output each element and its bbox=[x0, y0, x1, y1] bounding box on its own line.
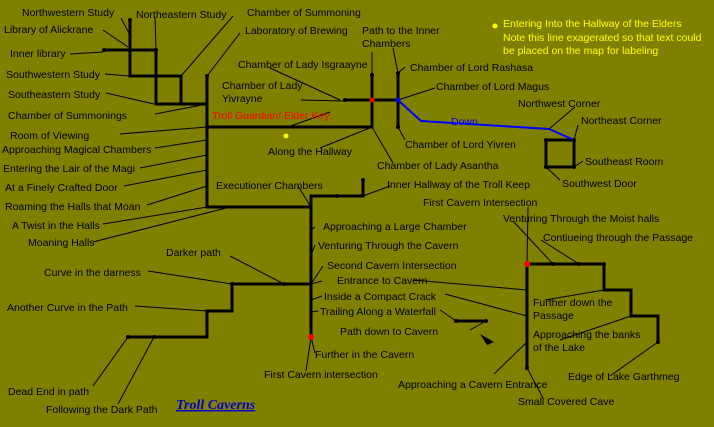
red-marker-east-intersection bbox=[524, 261, 530, 267]
keep-room-labels: Path to the Inner Chambers Chamber of La… bbox=[212, 25, 549, 192]
label-southwestern-study: Southwestern Study bbox=[6, 69, 101, 81]
label-inner-library: Inner library bbox=[10, 48, 66, 60]
red-marker-elder-key bbox=[369, 97, 375, 103]
label-path-down: Path down to Cavern bbox=[340, 326, 438, 338]
north-room-labels: Northwestern Study Library of Alickrane … bbox=[2, 7, 361, 249]
label-inner-hallway: Inner Hallway of the Troll Keep bbox=[387, 179, 530, 191]
label-following-dark: Following the Dark Path bbox=[46, 404, 158, 416]
label-venturing-cavern: Venturing Through the Cavern bbox=[318, 240, 459, 252]
label-lord-rashasa: Chamber of Lord Rashasa bbox=[410, 62, 533, 74]
note-line-2: Note this line exagerated so that text c… bbox=[503, 32, 702, 44]
leader-lines bbox=[69, 15, 659, 405]
arrow-head-icon bbox=[480, 334, 494, 345]
node-dots bbox=[102, 18, 660, 370]
label-chamber-summonings: Chamber of Summonings bbox=[8, 110, 127, 122]
label-waterfall: Trailing Along a Waterfall bbox=[320, 306, 436, 318]
label-another-curve: Another Curve in the Path bbox=[7, 302, 128, 314]
label-chamber-summoning: Chamber of Summoning bbox=[247, 7, 361, 19]
label-executioner: Executioner Chambers bbox=[216, 180, 323, 192]
label-southeast-room: Southeast Room bbox=[585, 156, 663, 168]
label-edge-lake: Edge of Lake Garthmeg bbox=[568, 371, 680, 383]
label-northeast-corner: Northeast Corner bbox=[581, 115, 662, 127]
label-northeastern-study: Northeastern Study bbox=[136, 9, 227, 21]
label-darker-path: Darker path bbox=[166, 247, 221, 259]
label-further-passage-1: Further down the bbox=[533, 297, 613, 309]
label-continueing-passage: Contiueing through the Passage bbox=[543, 232, 693, 244]
label-approaching-banks-2: of the Lake bbox=[533, 342, 585, 354]
path-corner-box bbox=[544, 138, 576, 169]
path-southwest-study bbox=[128, 74, 183, 106]
label-southwest-door: Southwest Door bbox=[562, 178, 637, 190]
label-northwestern-study: Northwestern Study bbox=[22, 7, 115, 19]
corner-room-labels: Northwest Corner Northeast Corner Southe… bbox=[518, 98, 663, 190]
label-southeastern-study: Southeastern Study bbox=[8, 89, 101, 101]
note-labels: Entering Into the Hallway of the Elders … bbox=[503, 18, 702, 57]
label-twist-in-halls: A Twist in the Halls bbox=[12, 220, 100, 232]
red-marker-first-intersection bbox=[308, 334, 314, 340]
label-along-hallway: Along the Hallway bbox=[268, 146, 353, 158]
label-approaching-magical: Approaching Magical Chambers bbox=[2, 144, 151, 156]
yellow-marker-note bbox=[492, 23, 498, 29]
note-line-3: be placed on the map for labeling bbox=[503, 45, 658, 57]
label-lady-isgraayne: Chamber of Lady Isgraayne bbox=[238, 59, 368, 71]
label-entrance-cavern: Entrance to Cavern bbox=[337, 275, 428, 287]
label-further-cavern: Further in the Cavern bbox=[315, 349, 414, 361]
label-further-passage-2: Passage bbox=[533, 310, 574, 322]
label-small-cave: Small Covered Cave bbox=[518, 396, 614, 408]
label-moist-halls: Venturing Through the Moist halls bbox=[503, 213, 659, 225]
label-entering-lair: Entering the Lair of the Magi bbox=[3, 163, 135, 175]
map-title: Troll Caverns bbox=[176, 398, 256, 413]
label-laboratory-brewing: Laboratory of Brewing bbox=[245, 25, 348, 37]
label-library-alickrane: Library of Alickrane bbox=[4, 24, 93, 36]
label-path-inner-2: Chambers bbox=[362, 38, 410, 50]
label-lord-magus: Chamber of Lord Magus bbox=[436, 81, 549, 93]
label-path-inner-1: Path to the Inner bbox=[362, 25, 440, 37]
east-room-labels: First Cavern Intersection Venturing Thro… bbox=[398, 197, 693, 408]
label-northwest-corner: Northwest Corner bbox=[518, 98, 601, 110]
path-northwest-study bbox=[102, 48, 158, 78]
label-dead-end: Dead End in path bbox=[8, 386, 89, 398]
label-cavern-entrance: Approaching a Cavern Entrance bbox=[398, 379, 548, 391]
label-approaching-banks-1: Approaching the banks bbox=[533, 329, 640, 341]
label-approaching-large: Approaching a Large Chamber bbox=[323, 221, 467, 233]
label-first-intersection: First Cavern Intersection bbox=[423, 197, 538, 209]
label-finely-crafted-door: At a Finely Crafted Door bbox=[5, 182, 118, 194]
label-lady-asantha: Chamber of Lady Asantha bbox=[377, 160, 499, 172]
label-lady-yivrayne-1: Chamber of Lady bbox=[222, 80, 303, 92]
yellow-marker-hallway bbox=[283, 133, 289, 139]
label-second-intersection: Second Cavern Intersection bbox=[327, 260, 457, 272]
label-lord-yivren: Chamber of Lord Yivren bbox=[405, 139, 516, 151]
down-label: Down bbox=[451, 116, 478, 128]
label-moaning-halls: Moaning Halls bbox=[28, 237, 95, 249]
label-compact-crack: Inside a Compact Crack bbox=[324, 291, 437, 303]
label-first-intersection-low: First Cavern intersection bbox=[264, 369, 378, 381]
cavern-room-labels: Approaching a Large Chamber Venturing Th… bbox=[7, 221, 467, 416]
label-roaming-halls: Roaming the Halls that Moan bbox=[5, 201, 141, 213]
label-lady-yivrayne-2: Yivrayne bbox=[222, 93, 263, 105]
blue-marker bbox=[395, 97, 401, 103]
note-line-1: Entering Into the Hallway of the Elders bbox=[503, 18, 682, 30]
path-executioner bbox=[205, 178, 365, 209]
down-path bbox=[397, 99, 575, 141]
label-curve-darkness: Curve in the darness bbox=[44, 267, 141, 279]
label-troll-guardian: Troll Guardian/ Elder Key bbox=[212, 110, 330, 122]
label-room-of-viewing: Room of Viewing bbox=[10, 130, 89, 142]
